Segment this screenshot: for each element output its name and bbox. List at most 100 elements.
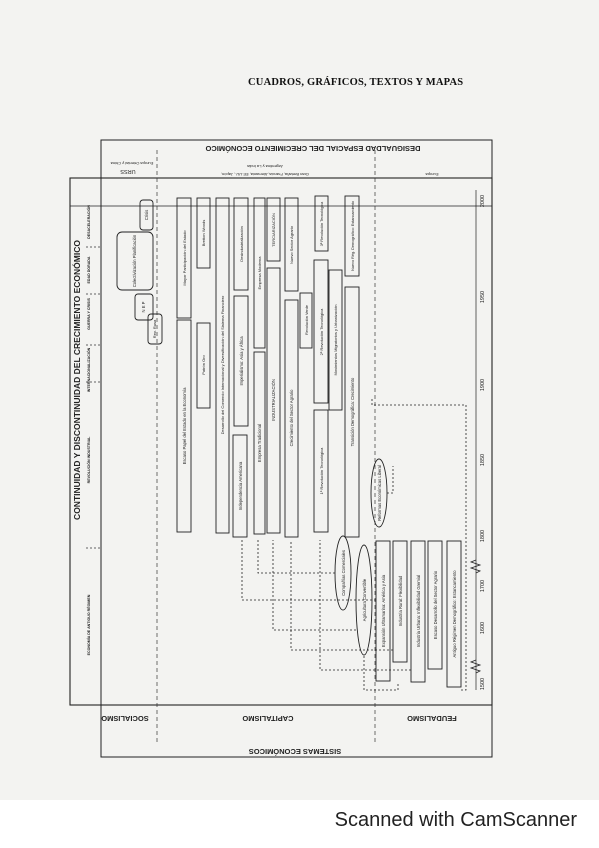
axis-break-upper (469, 559, 482, 574)
system-socialism: SOCIALISMO (101, 714, 149, 723)
box-trans-demo (344, 286, 360, 538)
box-emp-mod (253, 197, 266, 349)
era-4: GUERRA Y CRISIS (87, 298, 91, 330)
label-industr: INDUSTRIALIZACIÓN (271, 379, 276, 421)
label-nuevo-agra: Nuevo Sector Agrario (289, 225, 294, 264)
label-emp-trad: Empresa Tradicional (257, 424, 262, 462)
region-capitalism-sub: Argentina y La India (246, 164, 282, 169)
label-mov-migr: Movimientos Migratorios y Urbanización (333, 305, 338, 376)
timeline-frame (69, 177, 493, 706)
box-rev-tec2 (313, 259, 329, 404)
label-terciar: TERCIARIZACIÓN (271, 213, 276, 247)
year-1600: 1600 (480, 622, 486, 634)
arrow-agri-loop (363, 656, 399, 691)
era-3: INTERNACIONALIZACIÓN (86, 347, 91, 392)
label-emp-mod: Empresa Moderna (257, 256, 262, 290)
box-patron (196, 322, 211, 409)
label-colect: Colectivización Planificación (132, 234, 137, 287)
box-nuevo-agra (284, 197, 299, 292)
label-crec-agra: Crecimiento del Sector Agrario (289, 389, 294, 446)
axis-break-lower (469, 659, 482, 674)
arrow-expan-to-indep (241, 540, 376, 601)
region-socialism-sub: Europa Oriental y China (110, 161, 153, 166)
year-1700: 1700 (480, 580, 486, 592)
box-indep (232, 434, 248, 538)
box-rev-tec1 (313, 409, 329, 533)
year-1500: 1500 (480, 678, 486, 690)
box-feudal-agri (427, 540, 443, 670)
era-1: ECONOMÍA DE ANTIGUO RÉGIMEN (86, 594, 91, 655)
label-mayor-part: Mayor Participación del Estado (182, 230, 187, 286)
year-1950: 1950 (480, 291, 486, 303)
year-1900: 1900 (480, 379, 486, 391)
box-emp-trad (253, 351, 266, 535)
era-5: EDAD DORADA (87, 256, 91, 283)
label-comp-colon: Compañías Comerciales (341, 550, 346, 596)
label-bretton: Bretton Woods (201, 220, 206, 246)
arrow-rural-to-crec (290, 540, 393, 651)
economic-growth-diagram: CONTINUIDAD Y DISCONTINUIDAD DEL CRECIMI… (69, 139, 493, 758)
outer-frame (100, 139, 493, 758)
label-desindus: Desindustrialización (239, 226, 244, 262)
system-feudalism: FEUDALISMO (407, 714, 457, 723)
scanner-footer: Scanned with CamScanner (0, 800, 599, 848)
box-desindus (233, 197, 249, 291)
inequality-title: DESIGUALDAD ESPACIAL DEL CRECIMIENTO ECO… (205, 144, 420, 153)
year-1850: 1850 (480, 454, 486, 466)
arrow-liberal-to-trans (387, 466, 394, 494)
arrow-indu-to-rev (319, 540, 411, 671)
label-patron: Patrón Oro (201, 354, 206, 374)
box-nep (134, 293, 154, 321)
box-rev-rusa (147, 313, 163, 345)
box-desarrollo (215, 197, 230, 534)
box-feudal-rural (392, 540, 408, 663)
box-crisis (139, 199, 154, 231)
label-rev-tec1: 1ª Revolución Tecnológica (319, 447, 324, 495)
label-feudal-demo: Antiguo Régimen Demográfico: Estancamien… (452, 570, 457, 658)
box-industr (266, 267, 281, 534)
label-trans-demo: Transición Demográfica: Crecimiento (350, 377, 355, 446)
box-rev-tec3 (314, 195, 329, 252)
label-rev-tec2: 2ª Revolución Tecnológica (319, 308, 324, 356)
region-capitalism: Gran Bretaña, Francia, Alemania, EE.UU.,… (221, 172, 309, 177)
label-indep: Independencia Americana (238, 461, 243, 510)
box-terciar (266, 197, 281, 262)
box-mayor-part (176, 197, 192, 319)
label-feudal-rural: Industria Rural: Flexibilidad (398, 575, 403, 626)
arrow-comp-to-emp (257, 540, 335, 574)
era-2: REVOLUCIÓN INDUSTRIAL (86, 436, 91, 484)
box-feudal-expan (375, 540, 391, 682)
box-escaso-pap (176, 319, 192, 533)
label-desarrollo: Desarrollo del Comercio Internacional y … (220, 295, 225, 435)
label-feudal-agri: Escaso Desarrollo del Sector Agrario (433, 570, 438, 639)
label-imperial: Imperialismo: Asia y África (239, 336, 244, 386)
year-1800: 1800 (480, 530, 486, 542)
arrow-demo-to-liberal (371, 398, 467, 691)
label-crisis: Crisis (144, 210, 149, 220)
box-mov-migr (328, 269, 343, 411)
page-header: CUADROS, GRÁFICOS, TEXTOS Y MAPAS (248, 77, 464, 88)
box-feudal-demo (446, 540, 462, 688)
year-2000: 2000 (480, 195, 486, 207)
main-title: CONTINUIDAD Y DISCONTINUIDAD DEL CRECIMI… (71, 240, 82, 520)
scanner-watermark: Scanned with CamScanner (334, 809, 577, 831)
label-agri-conv: Agricultura Convertible (362, 578, 367, 621)
box-crec-agra (284, 299, 299, 538)
box-rev-verde (299, 292, 313, 349)
label-rev-tec3: 3ª Revolución Tecnológica (320, 201, 324, 246)
label-rev-rusa: Rev. Rusa (152, 319, 157, 338)
systems-title: SISTEMAS ECONÓMICOS (249, 747, 342, 756)
label-rev-verde: Revolución Verde (305, 305, 309, 335)
region-socialism: URSS (120, 168, 136, 174)
system-capitalism: CAPITALISMO (242, 714, 293, 723)
label-feudal-expan: Expansión Ultramarina: América y Asia (381, 574, 386, 647)
box-imperial (233, 295, 249, 427)
scanned-page: CUADROS, GRÁFICOS, TEXTOS Y MAPAS CONTIN… (0, 0, 599, 800)
box-feudal-indu (410, 540, 426, 683)
box-colect (116, 231, 154, 291)
label-liberal: Reformas Económicas Liberal (377, 465, 382, 521)
region-feudalism: Europa (425, 172, 439, 177)
label-feudal-indu: Industria Urbana: Inflexibilidad Gremial (416, 575, 421, 647)
label-nep: N E P (141, 301, 146, 312)
box-nuevo-reg (344, 195, 360, 277)
